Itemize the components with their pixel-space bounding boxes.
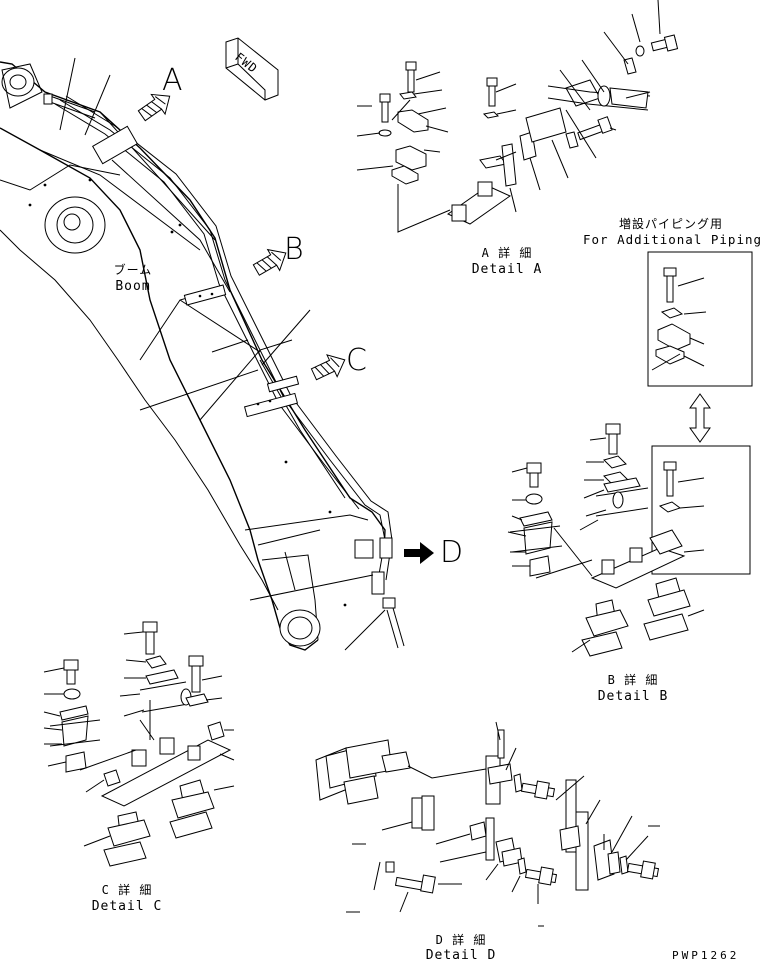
fwd-indicator — [225, 37, 279, 101]
detail-a-label-jp: A 詳 細 — [481, 246, 533, 260]
detail-d-leaders — [346, 721, 660, 927]
detail-c-label-jp: C 詳 細 — [101, 883, 153, 897]
detail-a-label-en: Detail A — [471, 262, 543, 277]
double-arrow — [689, 393, 711, 443]
detail-d-label-en: Detail D — [425, 948, 497, 963]
drawing-number: PWP1262 — [672, 949, 740, 962]
callout-d: D — [440, 535, 464, 570]
callout-arrows — [137, 93, 434, 564]
detail-c-drawing — [49, 621, 232, 867]
boom-label-en: Boom — [115, 279, 151, 294]
detail-d-drawing — [315, 729, 660, 894]
detail-b-label-en: Detail B — [597, 689, 669, 704]
boom-label-jp: ブーム — [113, 263, 153, 277]
detail-a-leaders — [356, 0, 661, 213]
detail-c-label-en: Detail C — [91, 899, 163, 914]
callout-c: C — [346, 343, 367, 378]
callout-a: A — [162, 63, 183, 98]
detail-b-label-jp: B 詳 細 — [607, 673, 659, 687]
additional-piping-box — [647, 251, 753, 387]
boom-leaders — [59, 57, 386, 651]
boom-clamps — [91, 125, 405, 649]
callout-b: B — [284, 232, 304, 267]
detail-d-label-jp: D 詳 細 — [435, 933, 487, 947]
additional-label-jp: 増設パイピング用 — [618, 217, 723, 231]
detail-c-leaders — [43, 631, 235, 847]
additional-label-en: For Additional Piping — [583, 232, 760, 247]
detail-a-drawing — [378, 34, 679, 233]
boom-top-bolts — [43, 93, 96, 119]
boom-pipes — [54, 95, 393, 581]
detail-b-drawing — [509, 423, 751, 657]
detail-b-leaders — [507, 437, 705, 653]
